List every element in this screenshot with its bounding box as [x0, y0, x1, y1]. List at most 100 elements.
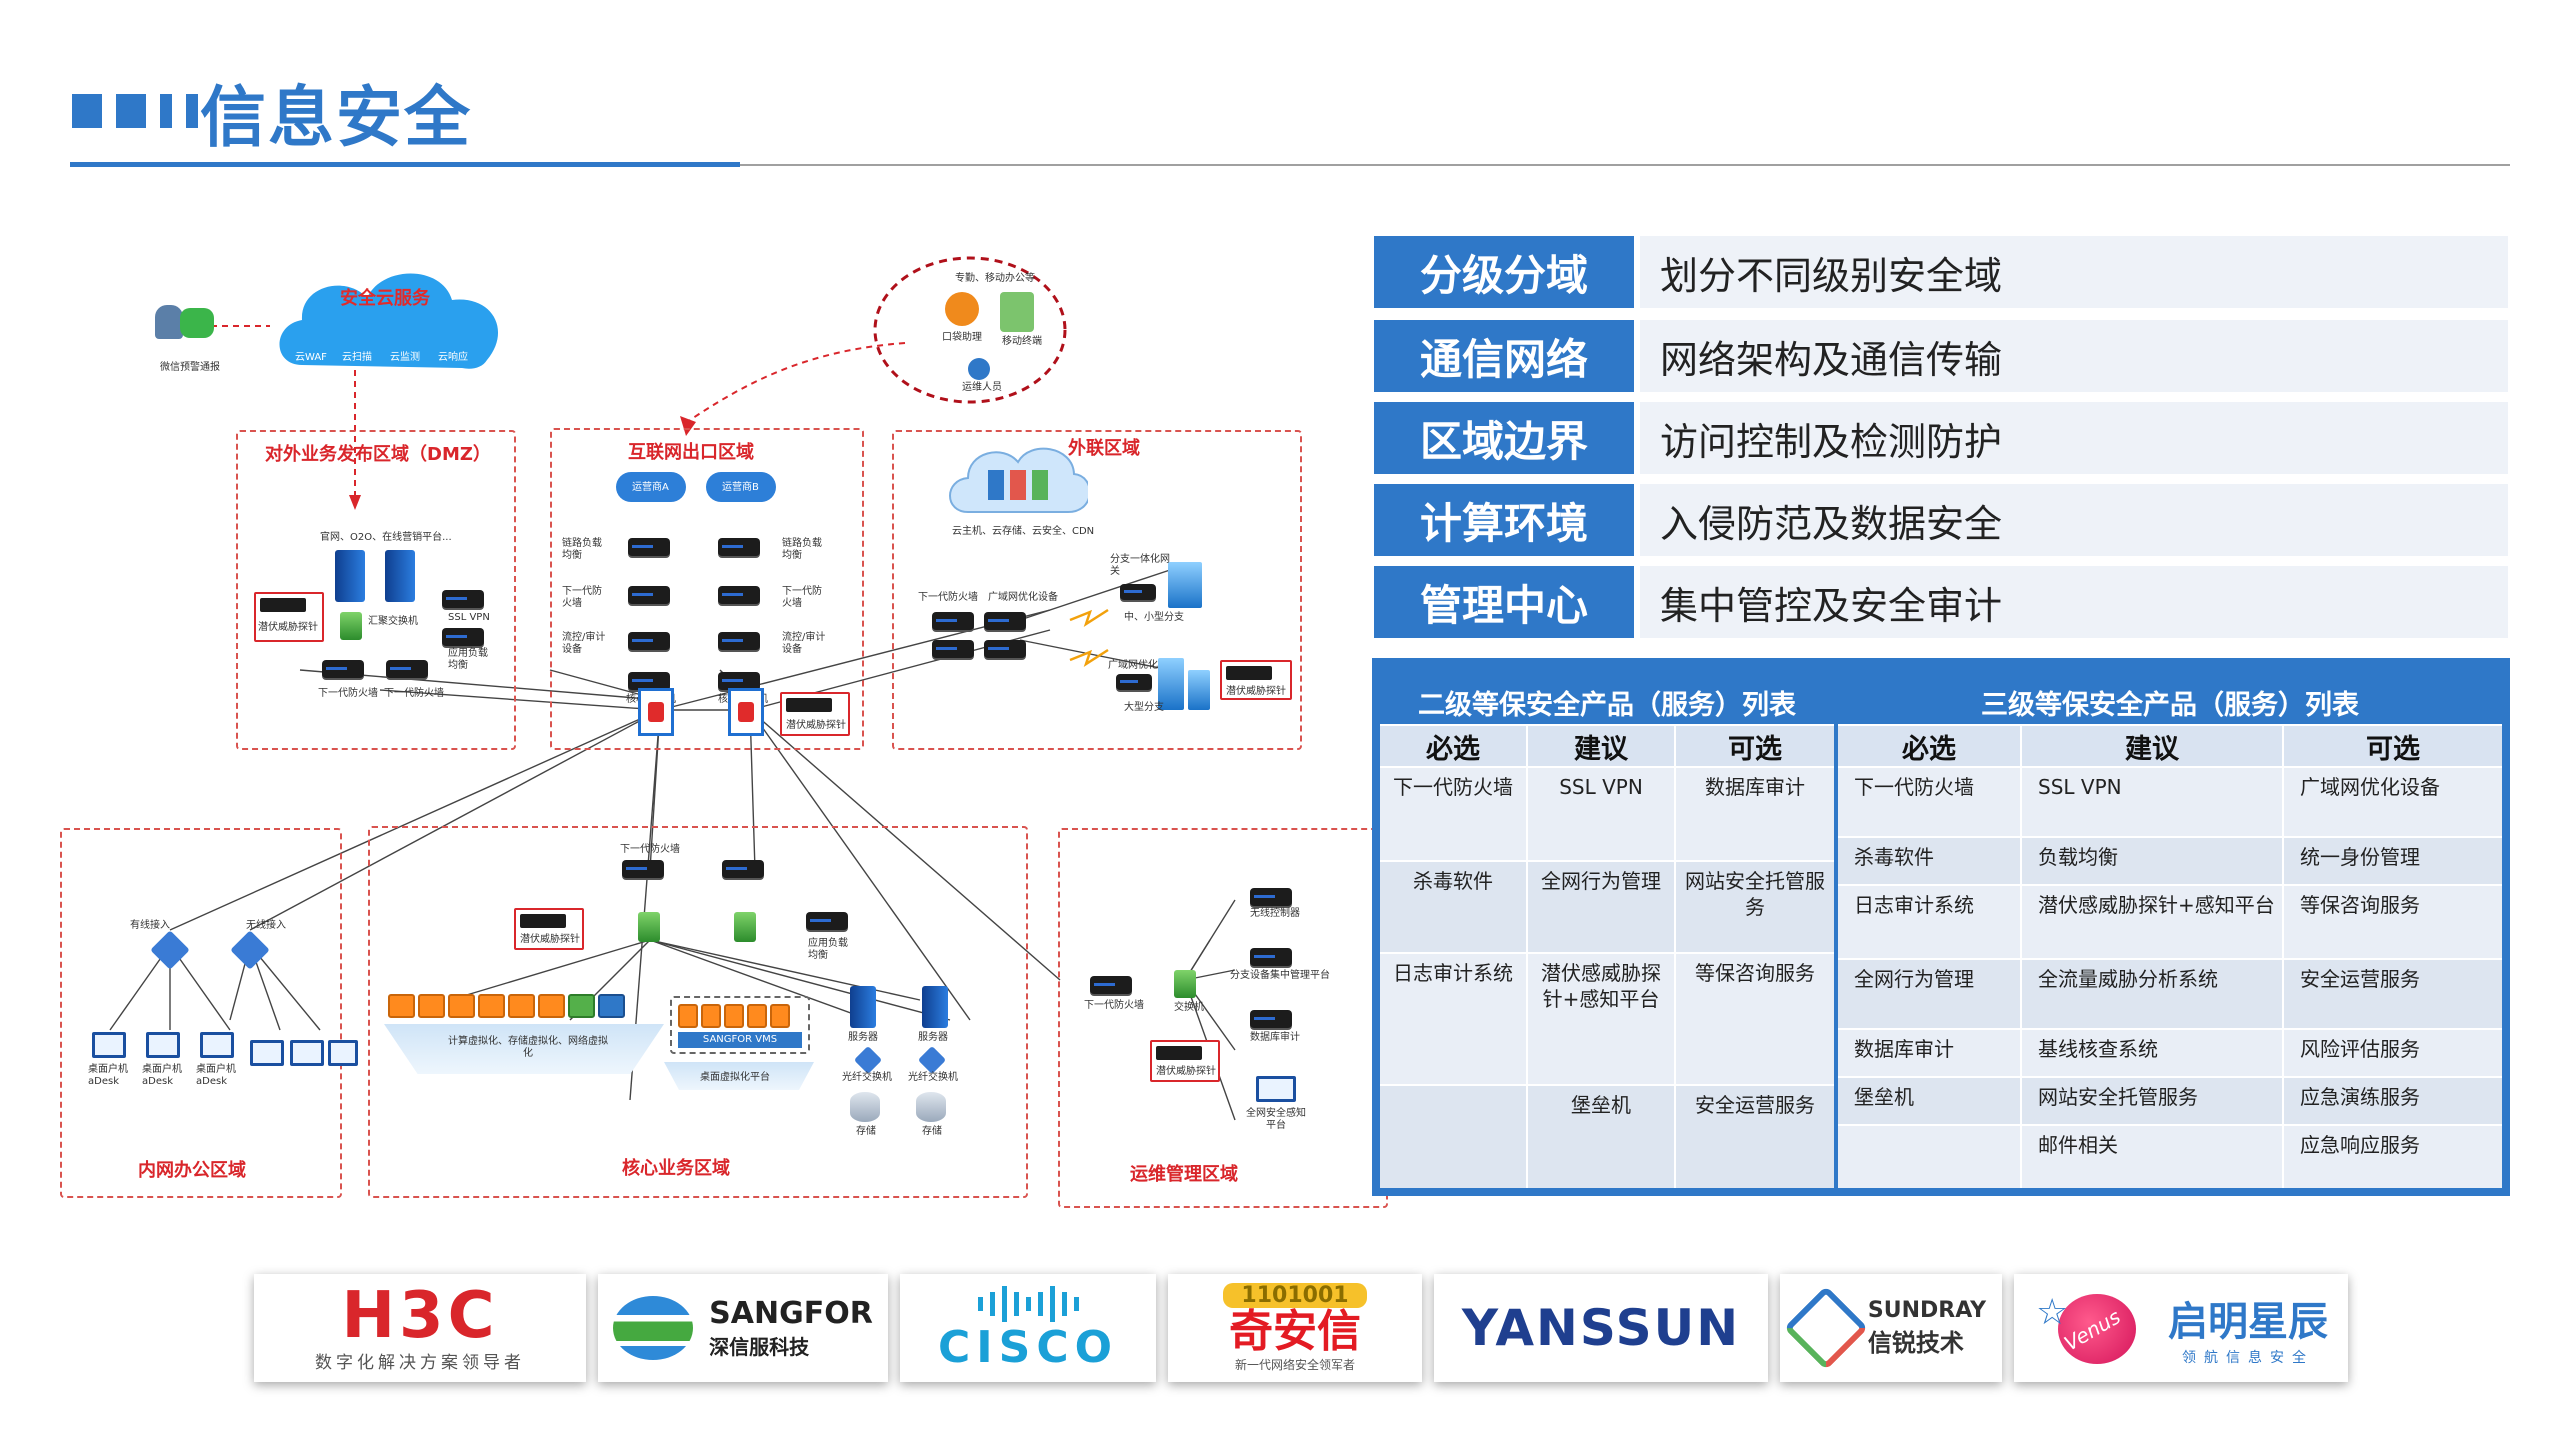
table-cell: 基线核查系统: [2022, 1030, 2284, 1076]
table-cell: SSL VPN: [2022, 768, 2284, 836]
wechat-icon: [180, 308, 214, 338]
vdi-cluster: [670, 996, 810, 1054]
header-divider: [740, 164, 2510, 166]
table-cell: 全网行为管理: [1838, 960, 2022, 1028]
db-audit-device: [1250, 1010, 1292, 1028]
table-cell: 统一身份管理: [2300, 845, 2420, 869]
app-lb-device: [442, 628, 484, 646]
external-firewall-device: [932, 612, 974, 630]
virtualization-layer: [384, 1024, 664, 1074]
header-optional: 可选: [1728, 733, 1782, 765]
zone-external: [892, 430, 1302, 750]
sangfor-logo: SANGFOR 深信服科技: [598, 1274, 888, 1382]
table-cell: 日志审计系统: [1380, 954, 1528, 1084]
table-row: 堡垒机 安全运营服务: [1380, 1084, 1834, 1188]
table-cell: 数据库审计: [1705, 775, 1805, 799]
branch-mgmt-device: [1250, 948, 1292, 966]
tier-key: 通信网络: [1374, 320, 1634, 392]
wireless-access-label: 无线接入: [246, 920, 286, 931]
wireless-controller-label: 无线控制器: [1250, 908, 1300, 919]
sundray-logo-text: SUNDRAY: [1867, 1298, 1987, 1323]
venus-logo-text: 启明星辰: [2168, 1299, 2328, 1345]
table-cell: 网站安全托管服务: [2022, 1078, 2284, 1124]
cloud-item-response: 云响应: [438, 352, 468, 363]
tier-value: 入侵防范及数据安全: [1640, 484, 2508, 556]
table-cell: [1838, 1126, 2022, 1188]
storage-label: 存储: [922, 1126, 942, 1137]
table-cell: 数据库审计: [1838, 1030, 2022, 1076]
virtualization-label: 计算虚拟化、存储虚拟化、网络虚拟化: [448, 1036, 608, 1059]
table-row: 全网行为管理 全流量威胁分析系统 安全运营服务: [1838, 958, 2502, 1028]
server-label: 服务器: [918, 1032, 948, 1043]
zone-external-label: 外联区域: [1068, 438, 1140, 459]
cisco-bars-icon: [977, 1284, 1079, 1324]
isp-a-label: 运营商A: [632, 482, 669, 493]
core-firewall-device: [622, 860, 664, 878]
web-server-icon: [385, 550, 415, 602]
wan-opt-label-2: 广域网优化设备: [1108, 660, 1178, 671]
core-router-icon: [638, 688, 674, 736]
venus-tagline: 领航信息安全: [2182, 1350, 2314, 1366]
security-cloud-icon: [279, 273, 499, 369]
network-diagram: 安全云服务 云WAF 云扫描 云监测 云响应 微信预警通报 专勤、移动办公等 口…: [50, 240, 1388, 1220]
ssl-vpn-label: SSL VPN: [448, 612, 490, 623]
table-cell: 等保咨询服务: [1695, 961, 1815, 985]
large-branch-label: 大型分支: [1124, 702, 1164, 713]
external-firewall-device: [932, 640, 974, 658]
table-cell: 杀毒软件: [1380, 862, 1528, 952]
storage-icon: [850, 1092, 880, 1122]
venus-mark-icon: Venus ☆: [2034, 1288, 2154, 1368]
storage-label: 存储: [856, 1126, 876, 1137]
core-switch-device: [718, 672, 760, 690]
sangfor-logo-text: SANGFOR: [709, 1296, 873, 1331]
venus-logo: Venus ☆ 启明星辰 领航信息安全: [2014, 1274, 2348, 1382]
public-cloud-label: 云主机、云存储、云安全、CDN: [952, 526, 1095, 537]
isp-a-cloud-icon: [616, 472, 686, 502]
dmz-firewall-device: [322, 660, 364, 678]
table-cell: 潜伏感威胁探针+感知平台: [1528, 954, 1676, 1084]
level2-table-title: 二级等保安全产品（服务）列表: [1380, 680, 1834, 724]
header-optional: 可选: [2366, 733, 2420, 765]
wan-opt-device: [984, 640, 1026, 658]
dmz-servers-label: 官网、O2O、在线营销平台...: [320, 532, 452, 543]
table-cell: 堡垒机: [1528, 1086, 1676, 1188]
table-cell: [1380, 1086, 1528, 1188]
h3c-tagline: 数字化解决方案领导者: [315, 1352, 525, 1373]
cloud-item-scan: 云扫描: [342, 352, 372, 363]
sundray-cn: 信锐技术: [1867, 1329, 1964, 1357]
vdi-platform-label: 桌面虚拟化平台: [700, 1072, 770, 1083]
sangfor-globe-icon: [613, 1296, 694, 1360]
person-icon: [155, 305, 183, 339]
tier-row: 管理中心 集中管控及安全审计: [1374, 566, 2508, 638]
threat-probe-internet-label: 潜伏威胁探针: [786, 720, 846, 731]
branch-mgmt-label: 分支设备集中管理平台: [1230, 970, 1330, 981]
tier-row: 区域边界 访问控制及检测防护: [1374, 402, 2508, 474]
table-cell: 下一代防火墙: [1838, 768, 2022, 836]
tier-value: 集中管控及安全审计: [1640, 566, 2508, 638]
link-lb-device: [718, 538, 760, 556]
vdi-platform-layer: [664, 1062, 814, 1090]
level2-product-table: 二级等保安全产品（服务）列表 必选 建议 可选 下一代防火墙 SSL VPN 数…: [1380, 680, 1834, 1188]
level3-table-header: 必选 建议 可选: [1838, 726, 2502, 766]
header-required: 必选: [1380, 726, 1528, 766]
tier-key: 管理中心: [1374, 566, 1634, 638]
laptop-icon: [290, 1040, 324, 1066]
table-row: 邮件相关 应急响应服务: [1838, 1124, 2502, 1188]
yanssun-logo-text: YANSSUN: [1461, 1299, 1741, 1357]
table-row: 杀毒软件 全网行为管理 网站安全托管服务: [1380, 860, 1834, 952]
table-cell: 安全运营服务: [1695, 1093, 1815, 1117]
wan-opt-device-2: [1116, 674, 1152, 690]
tier-row: 通信网络 网络架构及通信传输: [1374, 320, 2508, 392]
table-row: 堡垒机 网站安全托管服务 应急演练服务: [1838, 1076, 2502, 1124]
zone-office: [60, 828, 342, 1198]
zone-core: [368, 826, 1028, 1198]
level2-table-header: 必选 建议 可选: [1380, 726, 1834, 766]
h3c-logo: H3C 数字化解决方案领导者: [254, 1274, 586, 1382]
table-row: 数据库审计 基线核查系统 风险评估服务: [1838, 1028, 2502, 1076]
ops-firewall-label: 下一代防火墙: [1084, 1000, 1144, 1011]
server-tower-icon: [850, 986, 876, 1028]
small-branch-label: 中、小型分支: [1124, 612, 1184, 623]
zone-office-label: 内网办公区域: [138, 1160, 246, 1181]
ops-firewall-device: [1090, 976, 1132, 994]
